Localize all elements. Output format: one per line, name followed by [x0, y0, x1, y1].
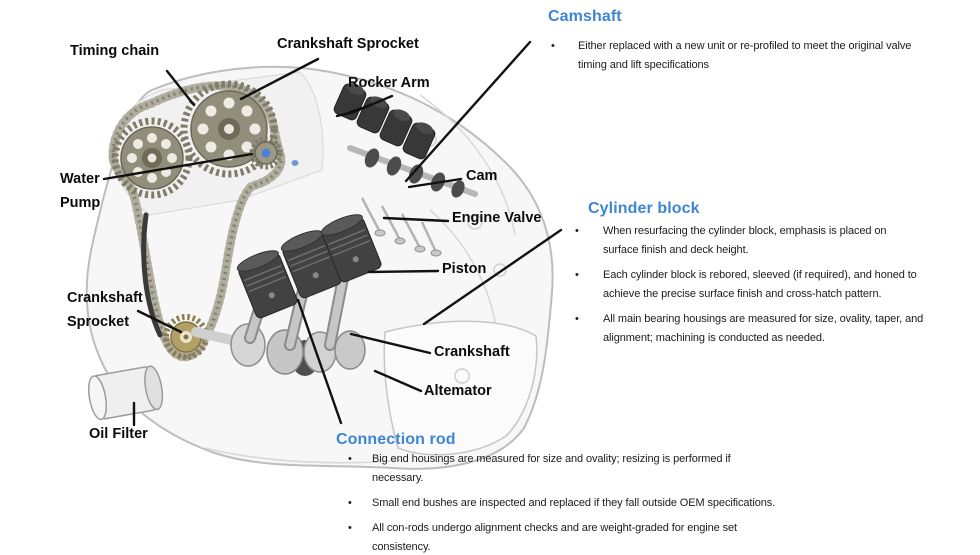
section-camshaft: Camshaft Either replaced with a new unit…: [548, 8, 911, 81]
label-water-pump: Water Pump: [60, 171, 101, 211]
bullet-item: When resurfacing the cylinder block, emp…: [574, 222, 923, 260]
section-connection-rod-title: Connection rod: [336, 431, 456, 448]
section-cylinder-block: Cylinder block When resurfacing the cyli…: [574, 200, 923, 354]
label-crankshaft-sprocket-left: Crankshaft Sprocket: [67, 290, 143, 330]
label-alternator: Altemator: [424, 383, 492, 399]
oil-filter-shape: [87, 365, 164, 421]
label-crankshaft: Crankshaft: [434, 344, 510, 360]
section-camshaft-list: Either replaced with a new unit or re-pr…: [548, 37, 911, 75]
label-engine-valve: Engine Valve: [452, 210, 542, 226]
bullet-item: All main bearing housings are measured f…: [574, 310, 923, 348]
camshaft-shape: [347, 145, 478, 198]
label-crankshaft-sprocket-top: Crankshaft Sprocket: [277, 36, 419, 52]
chain-tensioner-sprocket: [249, 136, 299, 170]
label-piston: Piston: [442, 261, 487, 277]
section-cylinder-block-title: Cylinder block: [588, 200, 700, 217]
label-oil-filter: Oil Filter: [89, 426, 148, 442]
leader-lines: [102, 40, 563, 427]
engine-valve-shapes: [360, 197, 442, 257]
section-camshaft-title: Camshaft: [548, 8, 622, 25]
section-connection-rod-list: Big end housings are measured for size a…: [336, 450, 775, 555]
label-cam: Cam: [466, 168, 498, 184]
cam-sprocket-center: [180, 80, 278, 178]
section-connection-rod: Connection rod Big end housings are meas…: [336, 431, 775, 555]
bullet-item: Big end housings are measured for size a…: [336, 450, 775, 488]
section-cylinder-block-list: When resurfacing the cylinder block, emp…: [574, 222, 923, 348]
bullet-item: Small end bushes are inspected and repla…: [336, 494, 775, 513]
bullet-item: Either replaced with a new unit or re-pr…: [548, 37, 911, 75]
label-rocker-arm: Rocker Arm: [348, 75, 430, 91]
label-timing-chain: Timing chain: [70, 43, 160, 59]
piston-shapes: [236, 214, 382, 319]
bullet-item: All con-rods undergo alignment checks an…: [336, 519, 775, 555]
bullet-item: Each cylinder block is rebored, sleeved …: [574, 266, 923, 304]
crankshaft-shape: [191, 323, 366, 376]
